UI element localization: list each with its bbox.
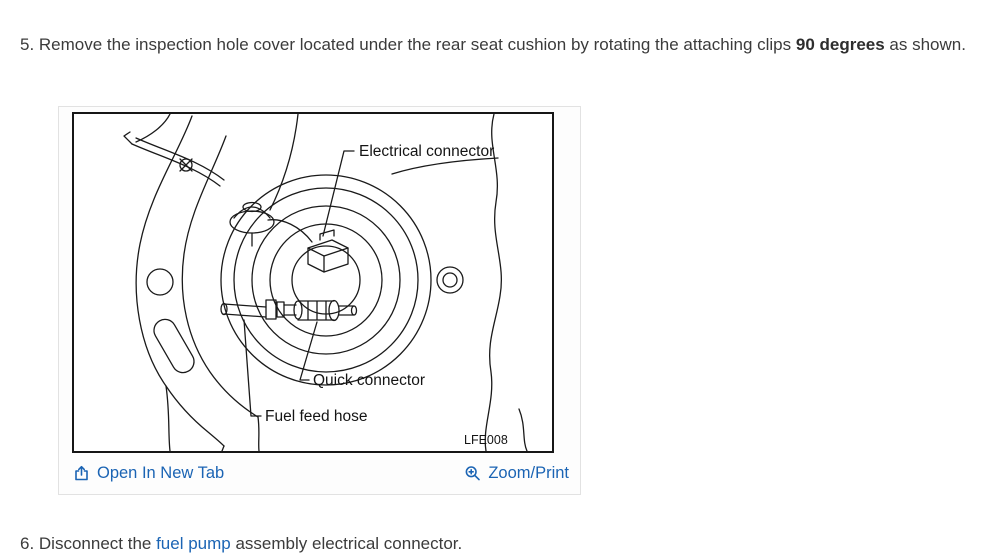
- label-electrical-connector: Electrical connector: [359, 143, 494, 160]
- step-5-prefix: 5. Remove the inspection hole cover loca…: [20, 35, 796, 54]
- zoom-print-link[interactable]: Zoom/Print: [464, 464, 569, 483]
- figure-actions-bar: Open In New Tab Zoom/Print: [73, 461, 569, 485]
- technical-drawing-box: Electrical connector Quick connector Fue…: [72, 112, 554, 453]
- step-5-suffix: as shown.: [884, 35, 966, 54]
- fuel-pump-link[interactable]: fuel pump: [156, 534, 231, 553]
- label-quick-connector: Quick connector: [313, 372, 425, 389]
- step-5-bold: 90 degrees: [795, 35, 885, 54]
- step-6-prefix: 6. Disconnect the: [20, 534, 157, 553]
- step-5-text: 5. Remove the inspection hole cover loca…: [20, 34, 966, 56]
- zoom-print-label: Zoom/Print: [488, 463, 569, 482]
- label-fuel-feed-hose: Fuel feed hose: [265, 408, 368, 425]
- figure-card: Electrical connector Quick connector Fue…: [58, 106, 581, 495]
- step-6-suffix: assembly electrical connector.: [230, 534, 463, 553]
- open-in-new-tab-link[interactable]: Open In New Tab: [73, 464, 224, 483]
- open-in-new-tab-icon: [75, 465, 88, 480]
- fuel-pump-diagram: Electrical connector Quick connector Fue…: [123, 114, 528, 451]
- step-6-text: 6. Disconnect the fuel pump assembly ele…: [20, 533, 462, 555]
- zoom-icon: [465, 465, 481, 480]
- open-in-new-tab-label: Open In New Tab: [97, 463, 225, 482]
- figure-code: LFE008: [464, 433, 508, 447]
